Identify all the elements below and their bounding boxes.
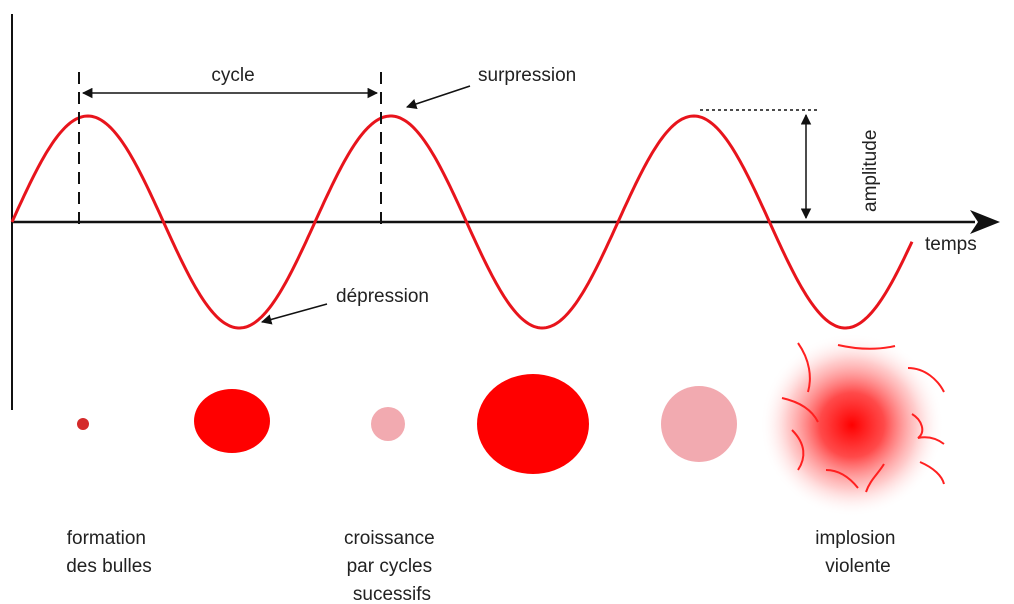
caption-implosion-line-1: implosion: [815, 528, 895, 549]
cycle-label: cycle: [211, 65, 254, 86]
caption-implosion: implosion violente: [815, 528, 901, 577]
caption-formation-line-2: des bulles: [66, 556, 152, 577]
surpression-arrow: [406, 85, 471, 109]
temps-label: temps: [925, 234, 977, 255]
bubble-medium: [194, 389, 270, 453]
bubble-large: [477, 374, 589, 474]
depression-arrow: [260, 303, 328, 325]
bubble-medium-light: [661, 386, 737, 462]
time-axis-arrowhead: [970, 210, 1000, 234]
caption-croissance-line-3: sucessifs: [353, 584, 431, 604]
caption-formation-line-1: formation: [67, 528, 146, 549]
caption-croissance-line-2: par cycles: [347, 556, 433, 577]
surpression-label: surpression: [478, 65, 576, 86]
implosion-burst: [760, 333, 945, 517]
bubble-tiny: [77, 418, 89, 430]
bubble-small-light: [371, 407, 405, 441]
caption-croissance-line-1: croissance: [344, 528, 435, 549]
caption-formation: formation des bulles: [66, 528, 152, 577]
depression-label: dépression: [336, 286, 429, 307]
caption-croissance: croissance par cycles sucessifs: [344, 528, 440, 604]
amplitude-label: amplitude: [860, 130, 881, 212]
pressure-wave: [10, 114, 914, 330]
caption-implosion-line-2: violente: [825, 556, 891, 577]
